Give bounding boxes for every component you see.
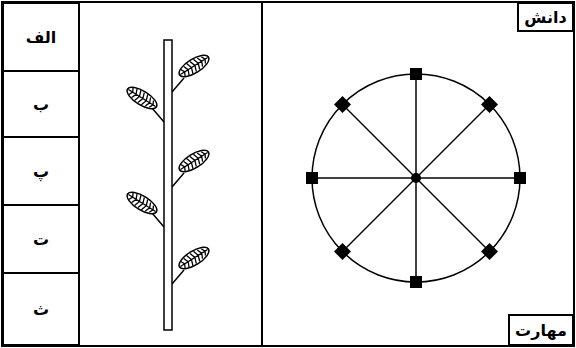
- letter-cell: ب: [2, 70, 80, 138]
- corner-label-box: مهارت: [508, 314, 574, 346]
- letter-cell: ت: [2, 204, 80, 274]
- letter-cell: الف: [2, 2, 80, 72]
- node-text: پ: [33, 162, 49, 181]
- node-text: الف: [26, 28, 57, 47]
- corner-label-box: دانش: [517, 2, 574, 32]
- node-text: ث: [33, 300, 49, 319]
- wheat-stalk: [124, 40, 212, 330]
- letter-cell: ث: [2, 272, 80, 346]
- node-text: دانش: [524, 8, 566, 27]
- node-text: ت: [33, 230, 49, 249]
- wheel-figure: [306, 68, 526, 288]
- letter-cell: پ: [2, 136, 80, 206]
- node-text: مهارت: [515, 321, 567, 340]
- node-text: ب: [33, 95, 49, 114]
- panel-divider: [261, 2, 263, 346]
